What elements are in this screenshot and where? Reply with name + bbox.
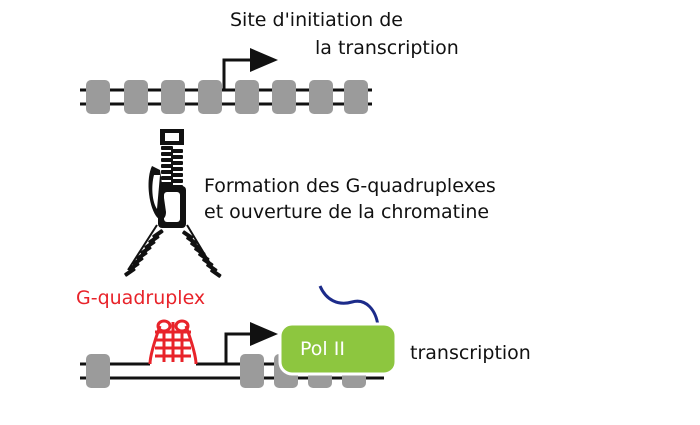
transcription-label: transcription [410,342,531,364]
g-quadruplex-icon [148,319,198,365]
formation-label-line2: et ouverture de la chromatine [204,201,489,223]
nucleosome-icon [86,80,110,114]
zipper-icon [124,129,222,278]
nucleosome-icon [235,80,259,114]
pol2-label: Pol II [300,338,345,360]
nucleosome-icon [344,80,368,114]
nucleosome-icon [240,354,264,388]
tss-label-line2: la transcription [315,37,459,59]
nucleosome-icon [161,80,185,114]
nucleosome-icon [309,80,333,114]
rna-strand-icon [318,285,380,327]
nucleosome-icon [272,80,296,114]
closed-chromatin [80,48,372,114]
open-chromatin: Pol II [80,285,398,388]
pol2-complex: Pol II [278,322,398,376]
g-quadruplex-label: G-quadruplex [76,287,205,309]
nucleosome-row [86,80,368,114]
nucleosome-icon [86,354,110,388]
nucleosome-icon [198,80,222,114]
nucleosome-icon [124,80,148,114]
pol2-shape [278,322,398,376]
formation-label-line1: Formation des G-quadruplexes [204,175,496,197]
transcription-arrow-icon-bottom [224,322,278,364]
tss-label-line1: Site d'initiation de [230,9,403,31]
transcription-arrow-icon [222,48,278,91]
